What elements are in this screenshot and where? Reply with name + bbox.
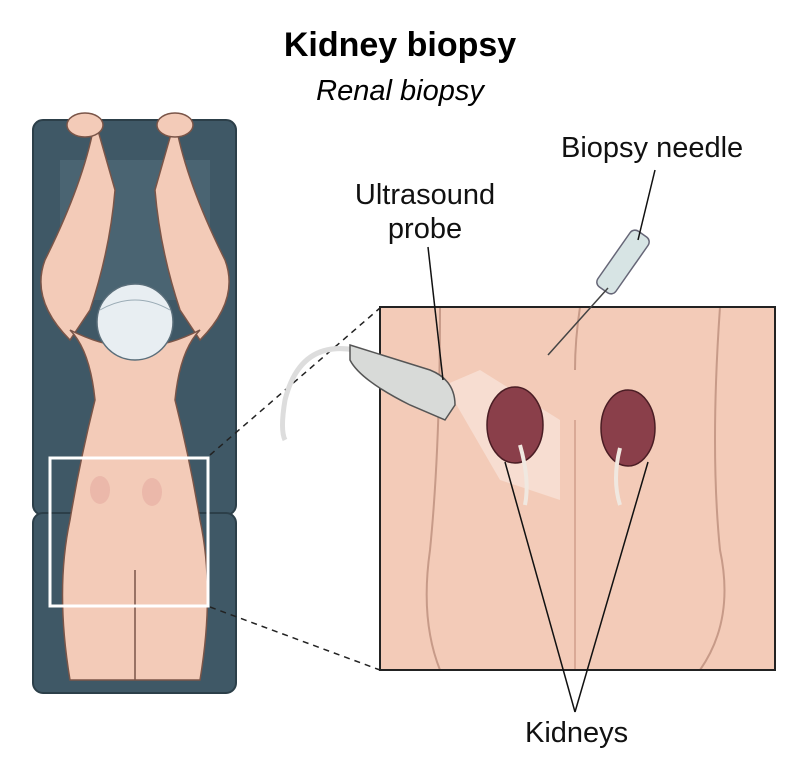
label-leader-lines [427,169,656,713]
inset-view [379,306,776,671]
ultrasound-probe [280,343,456,442]
diagram-title: Kidney biopsy [283,26,517,64]
diagram-subtitle: Renal biopsy [316,75,484,107]
zoom-connector-lines [209,307,381,671]
label-kidneys: Kidneys [525,717,629,749]
patient-head [96,283,174,361]
label-biopsy-needle: Biopsy needle [561,132,744,164]
biopsy-needle [547,229,650,356]
label-ultrasound-probe-line1: Ultrasound [354,179,496,211]
label-ultrasound-probe-line2: probe [387,213,463,245]
focus-region [48,456,210,608]
patient-body [40,112,230,681]
patient-kidneys-small [90,476,162,506]
